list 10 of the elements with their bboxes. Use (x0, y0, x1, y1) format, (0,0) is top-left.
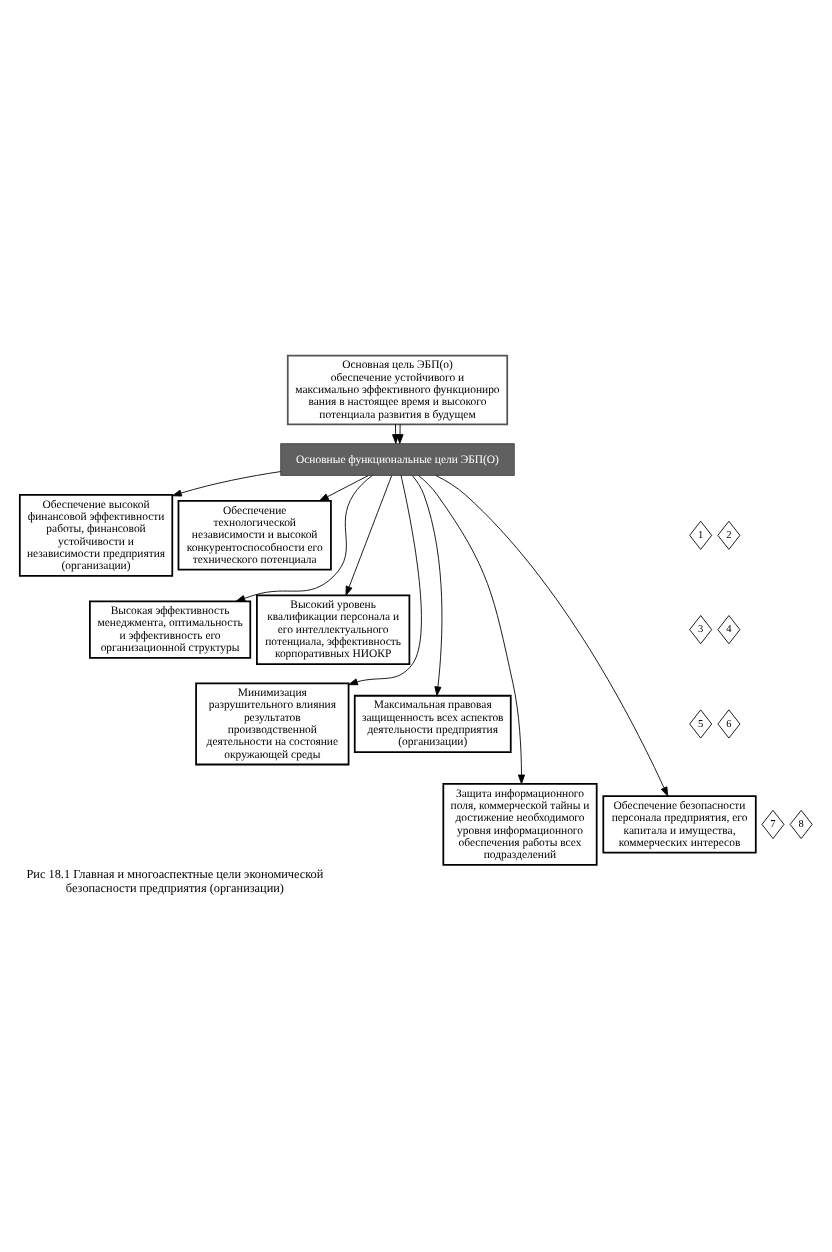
arrow (418, 474, 525, 784)
arrow (172, 470, 282, 496)
arrow (345, 474, 393, 595)
arrow (435, 474, 669, 796)
arrow (235, 474, 373, 601)
arrow (319, 474, 369, 501)
arrow (411, 474, 443, 696)
arrow (396, 422, 404, 443)
arrow (392, 422, 400, 443)
arrow (348, 474, 422, 685)
